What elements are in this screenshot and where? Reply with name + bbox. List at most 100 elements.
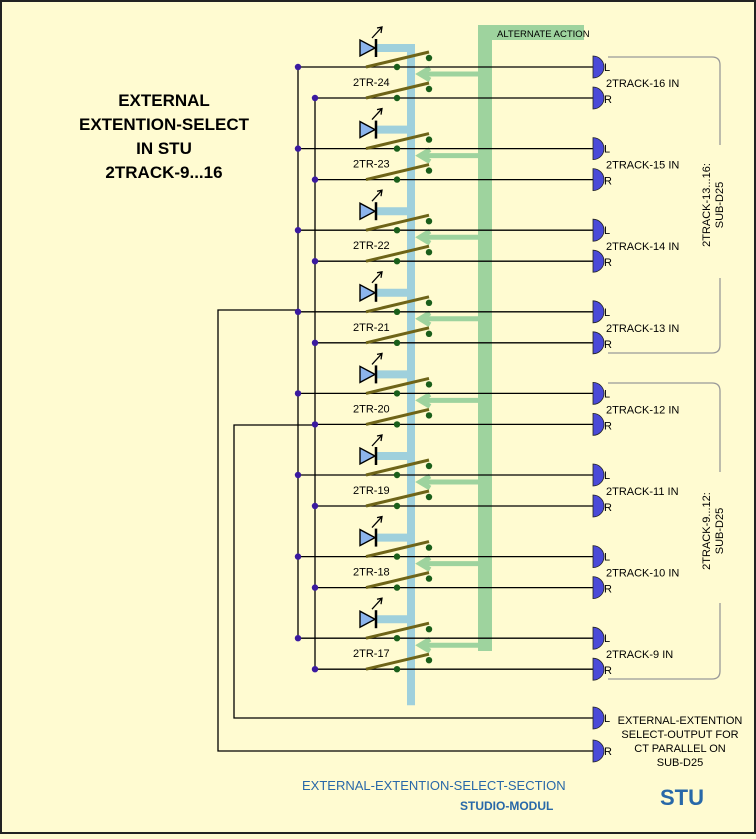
brace-upper-top [608,56,721,145]
switch-actuator [377,44,415,134]
alternate-action-arrow [415,555,478,572]
led-triangle [359,283,377,302]
footer-module-label: STUDIO-MODUL [460,799,553,813]
connector-r [592,576,605,600]
output-right-wire [217,309,593,752]
junction-dot-l [294,635,302,642]
junction-dot-l [294,308,302,315]
switch-contact-l [365,50,430,69]
output-left-wire [233,424,593,719]
switch-label: 2TR-21 [353,322,390,334]
output-label-line-4: SUB-D25 [657,757,703,769]
alternate-action-arrow [415,229,478,246]
contact-dot [425,299,433,306]
input-label: 2TRACK-11 IN [606,486,679,498]
alternate-action-label: ALTERNATE ACTION [497,29,590,40]
title-line-3: IN STU [136,139,192,158]
brace-upper-label-2: SUB-D25 [714,182,726,228]
contact-dot [393,666,401,673]
led-triangle [359,528,377,547]
led-icon [359,597,383,629]
switch-actuator [377,370,415,461]
connector-l [592,218,605,242]
led-icon [359,270,383,302]
switch-contact-r [365,571,430,590]
switch-label: 2TR-19 [353,485,390,497]
contact-dot [425,54,433,62]
contact-dot [393,421,401,428]
alternate-action-arrow [415,65,478,83]
diagram-title: EXTERNAL EXTENTION-SELECT IN STU 2TRACK-… [79,91,250,182]
connector-l [592,300,605,324]
led-arrow [371,107,383,121]
junction-dot-l [294,471,302,479]
switch-contact-r [365,652,430,671]
contact-dot [425,575,433,582]
contact-dot [425,85,433,93]
contact-dot [425,136,433,143]
contact-dot [393,145,401,152]
switch-actuator [377,452,415,542]
contact-dot [425,544,433,551]
led-triangle [359,120,377,139]
input-l-label: L [604,470,610,482]
junction-dot-l [294,145,302,152]
junction-dot-r [311,94,319,102]
led-arrow [371,189,383,202]
switch-contact-r [365,326,430,345]
input-r-label: R [604,176,612,188]
led-arrow [371,597,383,610]
contact-dot [425,218,433,225]
led-icon [359,189,383,221]
switch-contact-l [365,376,430,395]
output-connectors: L R EXTERNAL-EXTENTION SELECT-OUTPUT FOR… [592,706,743,769]
contact-dot [393,258,401,265]
alternate-action-arrow [415,637,478,654]
contact-dot [425,249,433,256]
switch-actuator [377,533,415,624]
input-label: 2TRACK-10 IN [606,568,679,580]
contact-dot [425,626,433,633]
junction-dot-r [311,502,319,510]
contact-dot [425,330,433,337]
input-label: 2TRACK-12 IN [606,404,679,416]
stu-logo: STU [660,785,704,810]
brace-lower-label-2: SUB-D25 [714,508,726,554]
led-arrow [371,515,383,529]
output-r-label: R [604,746,612,758]
led-triangle [359,365,377,384]
alternate-action-arrow [415,392,478,409]
connector-r [592,86,605,110]
switch-actuator [377,207,415,298]
channel-block: 2TR-18 L 2TRACK-10 IN R [294,515,679,624]
junction-dot-r [311,584,319,591]
title-line-1: EXTERNAL [118,91,210,110]
input-r-label: R [604,94,612,106]
contact-dot [393,553,401,560]
title-line-2: EXTENTION-SELECT [79,115,250,134]
output-label-line-1: EXTERNAL-EXTENTION [618,715,743,727]
input-l-label: L [604,552,610,564]
brace-upper-label-1: 2TRACK-13...16: [701,163,713,247]
switch-label: 2TR-17 [353,648,390,660]
connector-r [592,412,605,436]
switch-label: 2TR-18 [353,567,390,579]
led-triangle [359,38,377,58]
contact-dot [393,339,401,346]
connector-l [592,55,605,79]
contact-dot [393,584,401,591]
led-icon [359,434,383,466]
input-r-label: R [604,584,612,596]
switch-actuator [377,288,415,379]
connector-r [592,249,605,273]
junction-dot-l [294,227,302,234]
switch-contact-l [365,132,430,151]
junction-dot-l [294,63,302,71]
connector-l [592,463,605,487]
